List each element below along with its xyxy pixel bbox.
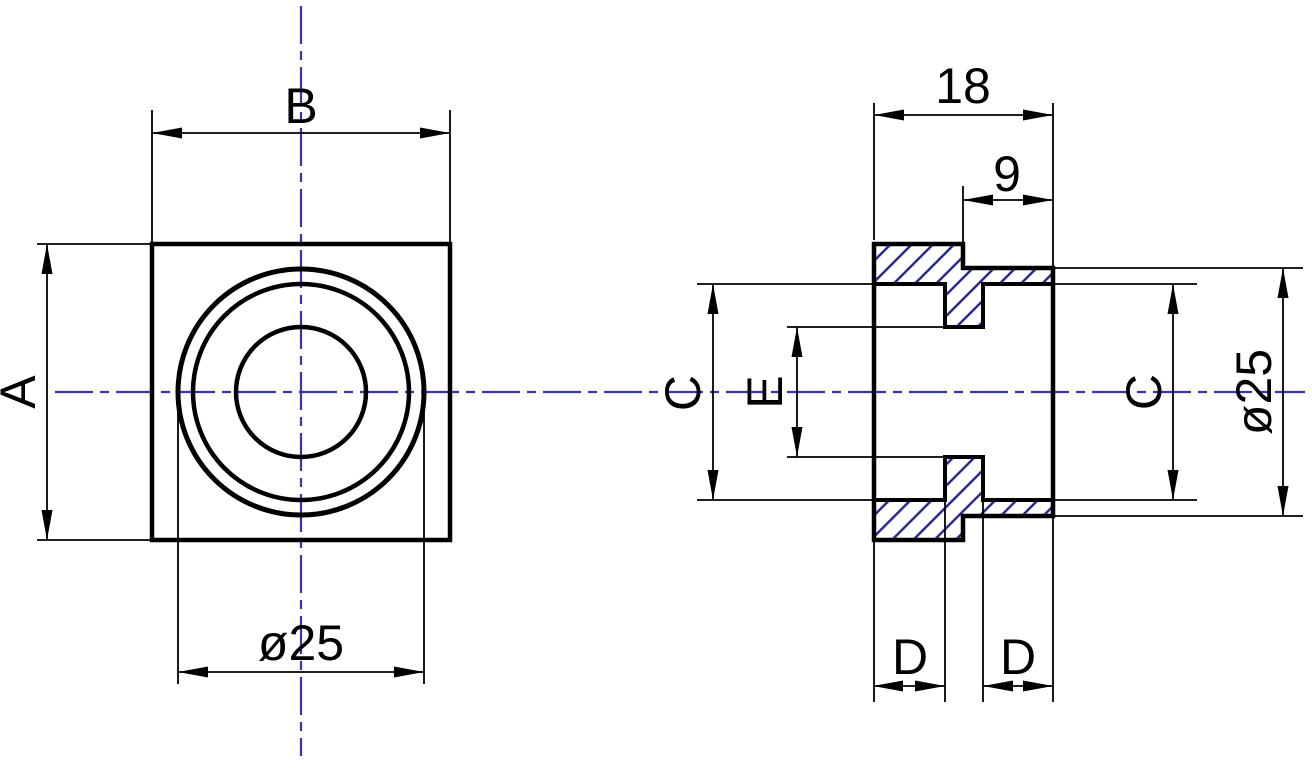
dimension-section-bore-left-C: C xyxy=(655,284,719,500)
section-extension-lines xyxy=(697,103,1303,702)
arrowhead-up-icon xyxy=(1167,284,1179,314)
arrowhead-up-icon xyxy=(1277,268,1289,298)
front-view-square-body-outline xyxy=(149,241,453,543)
section-outer-profile xyxy=(871,241,1056,543)
arrowhead-up-icon xyxy=(791,327,803,357)
dimension-section-web-hole-E: E xyxy=(737,327,803,457)
front-view-extension-lines xyxy=(37,110,451,684)
dimension-section-bore-right-C: C xyxy=(1116,284,1179,500)
arrowhead-right-icon xyxy=(394,666,424,678)
arrowhead-right-icon xyxy=(915,680,945,692)
front-view: B A ø25 xyxy=(0,78,453,684)
arrowhead-right-icon xyxy=(1023,680,1053,692)
dimension-label-B: B xyxy=(284,78,317,134)
dimension-label-A: A xyxy=(0,375,46,409)
dimension-section-counterbore-right-D: D xyxy=(983,629,1053,692)
front-view-boss-circle xyxy=(175,266,427,518)
arrowhead-left-icon xyxy=(873,680,903,692)
dimension-front-width-B: B xyxy=(152,78,450,139)
arrowhead-down-icon xyxy=(791,427,803,457)
section-view: 18 9 C E C xyxy=(655,58,1303,702)
arrowhead-right-icon xyxy=(420,127,450,139)
dimension-label-C-right: C xyxy=(1116,374,1172,410)
dimension-label-9: 9 xyxy=(993,146,1021,202)
section-bore-profile-upper xyxy=(874,282,1053,329)
arrowhead-up-icon xyxy=(41,244,53,274)
arrowhead-left-icon xyxy=(152,127,182,139)
arrowhead-down-icon xyxy=(41,510,53,540)
dimension-label-D-right: D xyxy=(1000,629,1036,685)
arrowhead-left-icon xyxy=(874,109,904,121)
arrowhead-left-icon xyxy=(983,680,1013,692)
section-hatch-lower xyxy=(874,457,1053,540)
section-bore-profile-lower xyxy=(874,455,1053,502)
dimension-front-height-A: A xyxy=(0,244,53,540)
dimension-label-front-diameter: ø25 xyxy=(258,615,344,671)
dimension-label-C-left: C xyxy=(655,375,711,411)
dimension-label-D-left: D xyxy=(892,629,928,685)
arrowhead-up-icon xyxy=(707,284,719,314)
arrowhead-left-icon xyxy=(963,194,993,206)
arrowhead-right-icon xyxy=(1023,194,1053,206)
dimension-label-E: E xyxy=(737,375,793,408)
centerlines xyxy=(55,6,1305,756)
arrowhead-right-icon xyxy=(1023,109,1053,121)
arrowhead-down-icon xyxy=(707,470,719,500)
dimension-section-boss-depth-9: 9 xyxy=(963,146,1053,206)
section-hatch-upper xyxy=(874,244,1053,327)
dimension-label-section-diameter: ø25 xyxy=(1226,349,1282,435)
dimension-section-counterbore-left-D: D xyxy=(873,629,945,692)
arrowhead-left-icon xyxy=(178,666,208,678)
dimension-section-boss-diameter: ø25 xyxy=(1226,268,1289,516)
front-view-counterbore-circle xyxy=(190,281,412,503)
dimension-section-total-depth-18: 18 xyxy=(874,58,1053,121)
arrowhead-down-icon xyxy=(1167,470,1179,500)
dimension-label-18: 18 xyxy=(935,58,991,114)
dimension-front-boss-diameter: ø25 xyxy=(178,615,424,678)
front-view-center-hole-circle xyxy=(233,324,369,460)
arrowhead-down-icon xyxy=(1277,486,1289,516)
